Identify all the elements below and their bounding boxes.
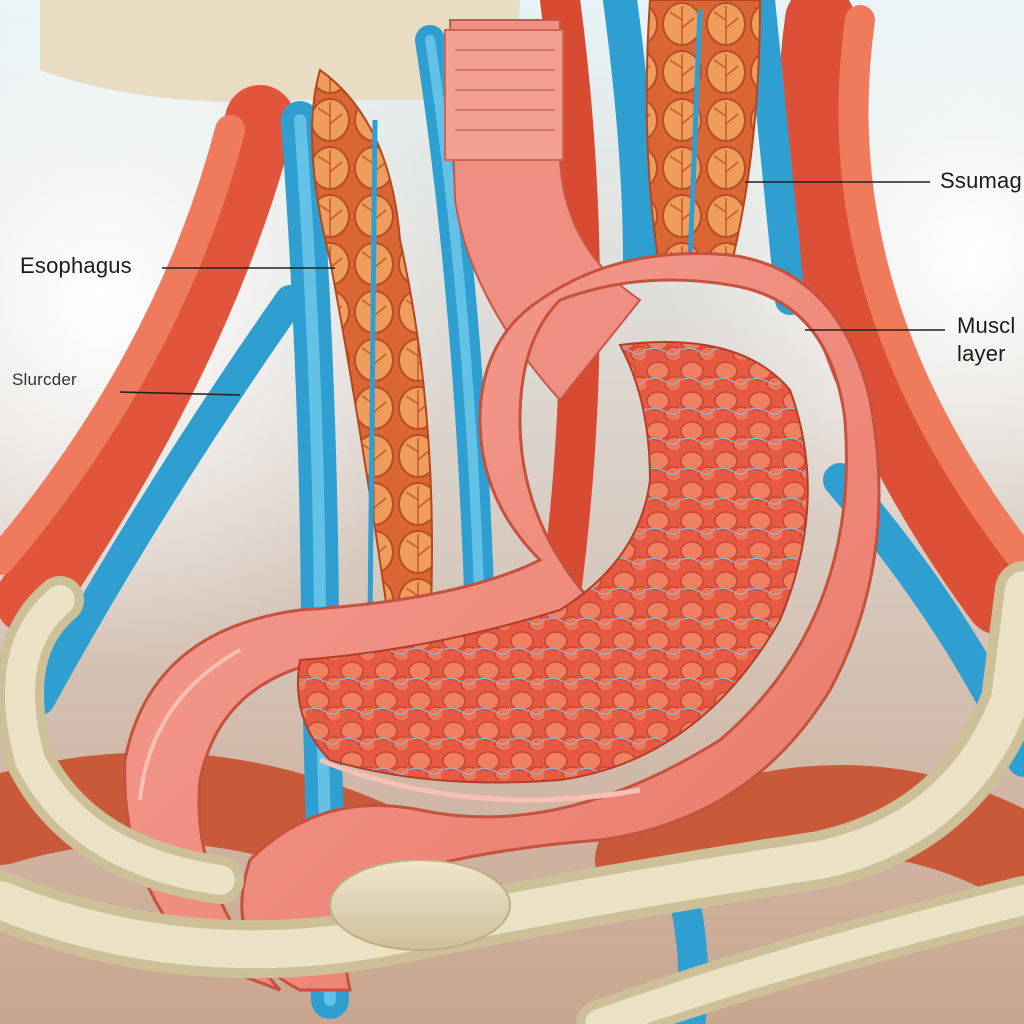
esophagus [444, 19, 642, 402]
muscle-layer-label-line1: Muscl [957, 313, 1016, 338]
stomach-label: Ssumag [940, 168, 1022, 193]
esophagus-label: Esophagus [20, 253, 132, 278]
leader-lines [119, 181, 945, 396]
ribs [0, 561, 1024, 1024]
upper-tissue [40, 0, 520, 102]
gland-lobes [311, 0, 762, 631]
muscle-layer-label: Muscl layer [957, 312, 1015, 368]
muscle-layer-label-line2: layer [957, 341, 1006, 366]
sphincter-label: Slurcder [12, 370, 77, 389]
sphincter-leader-line [119, 391, 241, 396]
stomach [123, 251, 881, 992]
